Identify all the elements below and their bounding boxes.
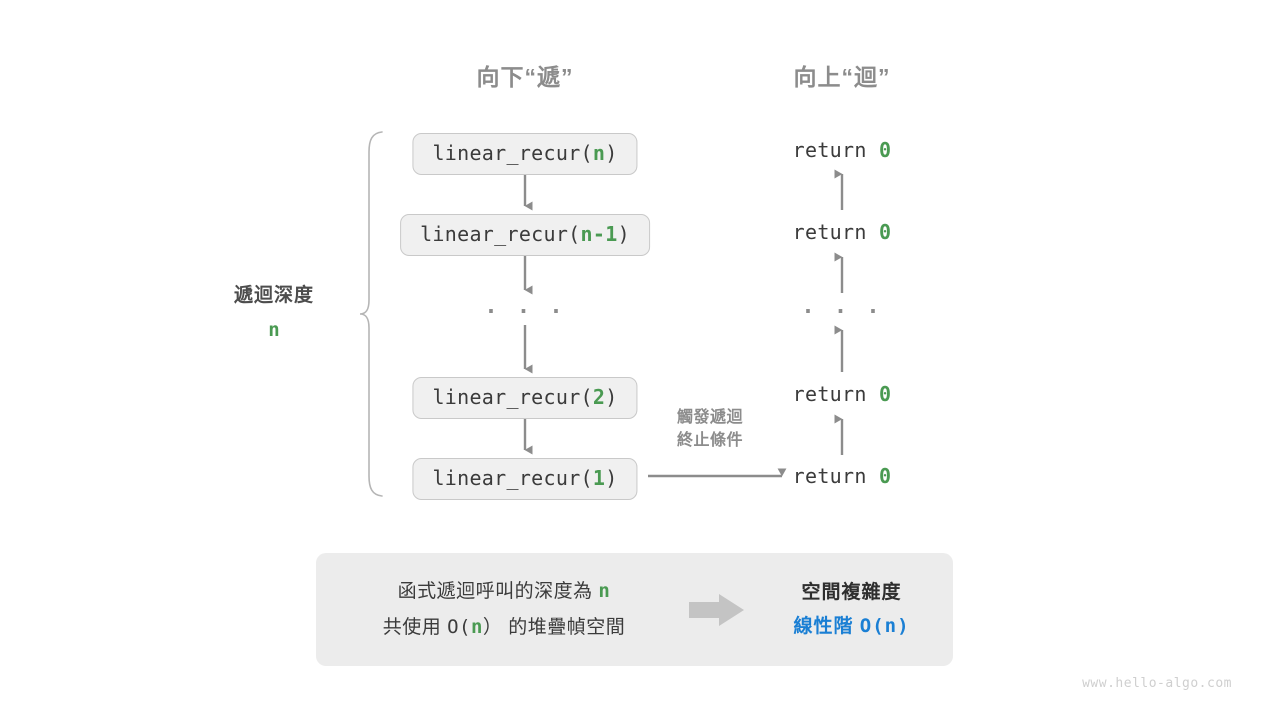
right-arrow-icon [689,593,744,626]
call-box-2[interactable]: linear_recur(2) [412,377,638,419]
recursion-depth-text: 遞迴深度 [233,285,314,306]
return-1-value: 0 [879,220,892,244]
return-3-value: 0 [879,464,892,488]
summary-premise-line2-post: 的堆疊幀空間 [502,616,626,638]
call-box-3-prefix: linear_recur( [432,466,593,490]
call-box-3-arg: 1 [592,466,606,490]
summary-premise-line2-o: O( [447,615,471,638]
return-3-keyword: return [792,464,880,488]
call-box-2-arg: 2 [592,385,606,409]
summary-panel: 函式遞迴呼叫的深度為 n 共使用 O(n） 的堆疊幀空間 空間複雜度 線性階 O… [316,553,953,666]
summary-premise-line1-var: n [598,580,611,603]
terminate-condition-note: 觸發遞迴 終止條件 [677,406,743,452]
return-stack-ellipsis: · · · [801,300,883,325]
column-header-ascend: 向上“迴” [793,64,891,90]
summary-premise-line2-var: n [470,615,483,638]
terminate-condition-line1: 觸發遞迴 [676,409,744,426]
call-stack-ellipsis: · · · [484,300,566,325]
call-box-0-suffix: ) [605,141,618,165]
return-2-value: 0 [879,382,892,406]
call-box-1-suffix: ) [617,222,630,246]
summary-conclusion: 空間複雜度 線性階 O(n) [750,576,953,643]
summary-premise-line1: 函式遞迴呼叫的深度為 n [324,574,684,609]
summary-premise-line1-text: 函式遞迴呼叫的深度為 [397,581,599,603]
call-box-0[interactable]: linear_recur(n) [412,133,638,175]
return-2-keyword: return [792,382,880,406]
depth-brace [359,131,383,497]
recursion-depth-label: 遞迴深度 n [174,280,374,341]
return-1: return 0 [793,220,892,244]
summary-conclusion-value-mono: O(n) [859,614,910,637]
summary-premise-line2: 共使用 O(n） 的堆疊幀空間 [324,610,684,645]
call-box-1-prefix: linear_recur( [420,222,581,246]
summary-premise-line2-pre: 共使用 [382,616,448,638]
summary-premise-line2-close: ） [482,616,503,638]
call-box-1[interactable]: linear_recur(n-1) [400,214,650,256]
return-1-keyword: return [792,220,880,244]
summary-conclusion-value: 線性階 O(n) [750,610,953,643]
column-header-descend: 向下“遞” [476,64,574,90]
return-0-keyword: return [792,138,880,162]
return-0: return 0 [793,138,892,162]
call-box-3[interactable]: linear_recur(1) [412,458,638,500]
terminate-condition-line2: 終止條件 [676,432,744,450]
watermark: www.hello-algo.com [1082,676,1232,691]
call-box-0-arg: n [592,141,606,165]
call-box-1-arg: n-1 [580,222,618,246]
call-box-2-prefix: linear_recur( [432,385,593,409]
recursion-depth-variable: n [268,319,280,341]
summary-premise: 函式遞迴呼叫的深度為 n 共使用 O(n） 的堆疊幀空間 [324,574,684,644]
call-box-3-suffix: ) [605,466,618,490]
return-3: return 0 [793,464,892,488]
summary-conclusion-value-text: 線性階 [793,615,860,637]
return-2: return 0 [793,382,892,406]
return-0-value: 0 [879,138,892,162]
summary-conclusion-title: 空間複雜度 [801,582,902,604]
call-box-2-suffix: ) [605,385,618,409]
call-box-0-prefix: linear_recur( [432,141,593,165]
summary-implies-arrow [684,593,750,627]
